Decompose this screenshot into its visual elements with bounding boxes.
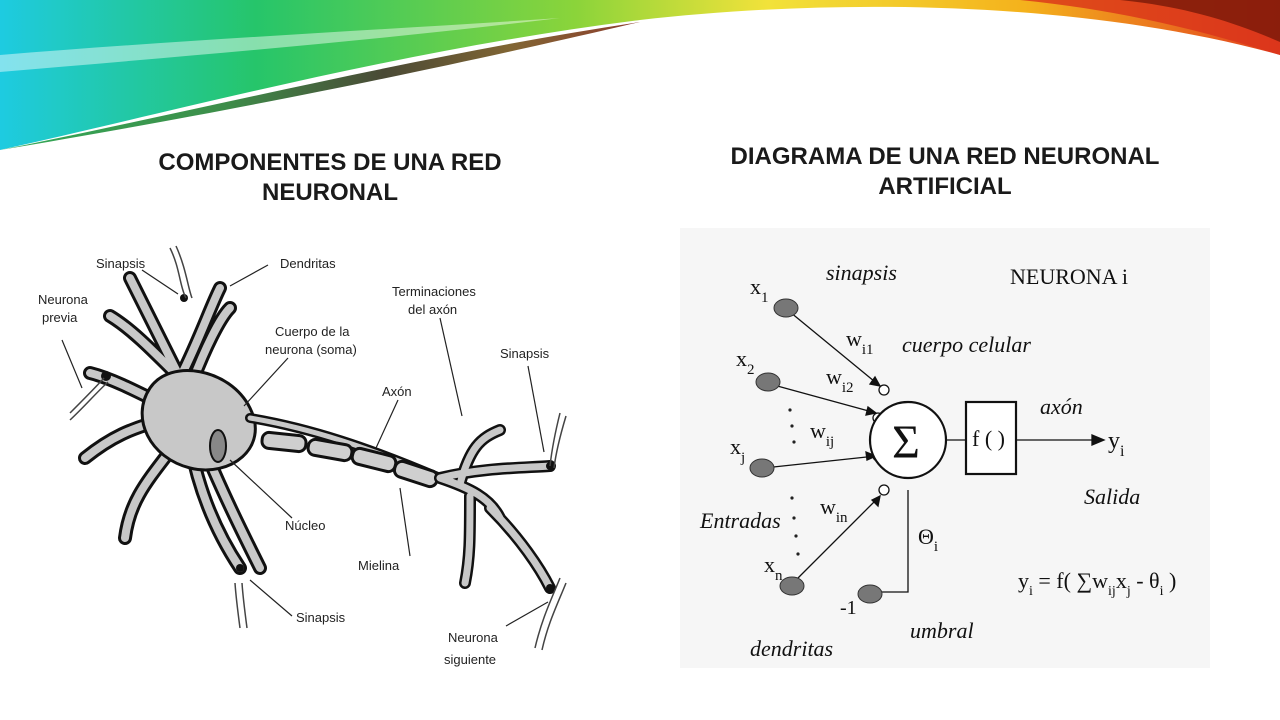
label-neurona-previa-2: previa xyxy=(42,310,78,325)
neighbor-neuron-strands xyxy=(69,245,567,651)
label-terminaciones-2: del axón xyxy=(408,302,457,317)
label-sinapsis-right: Sinapsis xyxy=(500,346,550,361)
decorative-banner xyxy=(0,0,1280,150)
weight-n-label: win xyxy=(820,494,848,526)
label-sinapsis-top: Sinapsis xyxy=(96,256,146,271)
input-n-label: xn xyxy=(764,552,783,584)
label-cuerpo-1: Cuerpo de la xyxy=(275,324,350,339)
label-terminaciones-1: Terminaciones xyxy=(392,284,476,299)
input-nodes xyxy=(749,298,883,604)
label-cuerpo-2: neurona (soma) xyxy=(265,342,357,357)
label-axon: Axón xyxy=(382,384,412,399)
synapse-points xyxy=(101,294,554,592)
weight-connections xyxy=(763,311,1106,593)
weight-2-label: wi2 xyxy=(826,364,854,396)
neuron-illustration xyxy=(78,271,556,594)
label-neurona-i: NEURONA i xyxy=(1010,264,1128,289)
label-dendritas: Dendritas xyxy=(280,256,336,271)
output-formula: yi = f( ∑wijxj - θi ) xyxy=(1018,568,1176,599)
activation-function-label: f ( ) xyxy=(972,426,1005,451)
label-nucleo: Núcleo xyxy=(285,518,325,533)
label-cuerpo-celular: cuerpo celular xyxy=(902,332,1031,357)
label-axon: axón xyxy=(1040,394,1083,419)
label-salida: Salida xyxy=(1084,484,1140,509)
input-1-label: x1 xyxy=(750,274,769,306)
weight-1-label: wi1 xyxy=(846,326,874,358)
label-neurona-siguiente-2: siguiente xyxy=(444,652,496,667)
label-umbral: umbral xyxy=(910,618,974,643)
label-neg-one: -1 xyxy=(840,597,857,619)
neuron-components-title: COMPONENTES DE UNA RED NEURONAL xyxy=(158,149,502,206)
label-sinapsis-bottom: Sinapsis xyxy=(296,610,346,625)
nucleus xyxy=(209,429,227,463)
input-2-label: x2 xyxy=(736,346,755,378)
label-pointers xyxy=(61,264,549,627)
artificial-neuron-diagram: Σ f ( ) x1 x2 xj xn wi1 wi2 wij win sina… xyxy=(680,228,1210,668)
label-entradas: Entradas xyxy=(699,508,781,533)
label-output: yi xyxy=(1108,428,1125,460)
label-sinapsis: sinapsis xyxy=(826,260,897,285)
label-neurona-previa-1: Neurona xyxy=(38,292,89,307)
soma xyxy=(140,369,257,472)
label-mielina: Mielina xyxy=(358,558,400,573)
weight-j-label: wij xyxy=(810,418,834,450)
label-threshold: Θi xyxy=(918,524,938,555)
summation-node xyxy=(868,400,948,480)
label-dendritas: dendritas xyxy=(750,636,833,661)
activation-function-box xyxy=(964,400,1018,476)
sum-symbol: Σ xyxy=(892,416,920,469)
biological-neuron-diagram: Sinapsis Dendritas Neurona previa Cuerpo… xyxy=(38,245,567,667)
ellipsis-dots xyxy=(788,408,800,556)
input-j-label: xj xyxy=(730,434,745,466)
ann-diagram-title: DIAGRAMA DE UNA RED NEURONAL ARTIFICIAL xyxy=(730,143,1160,200)
label-neurona-siguiente-1: Neurona xyxy=(448,630,499,645)
